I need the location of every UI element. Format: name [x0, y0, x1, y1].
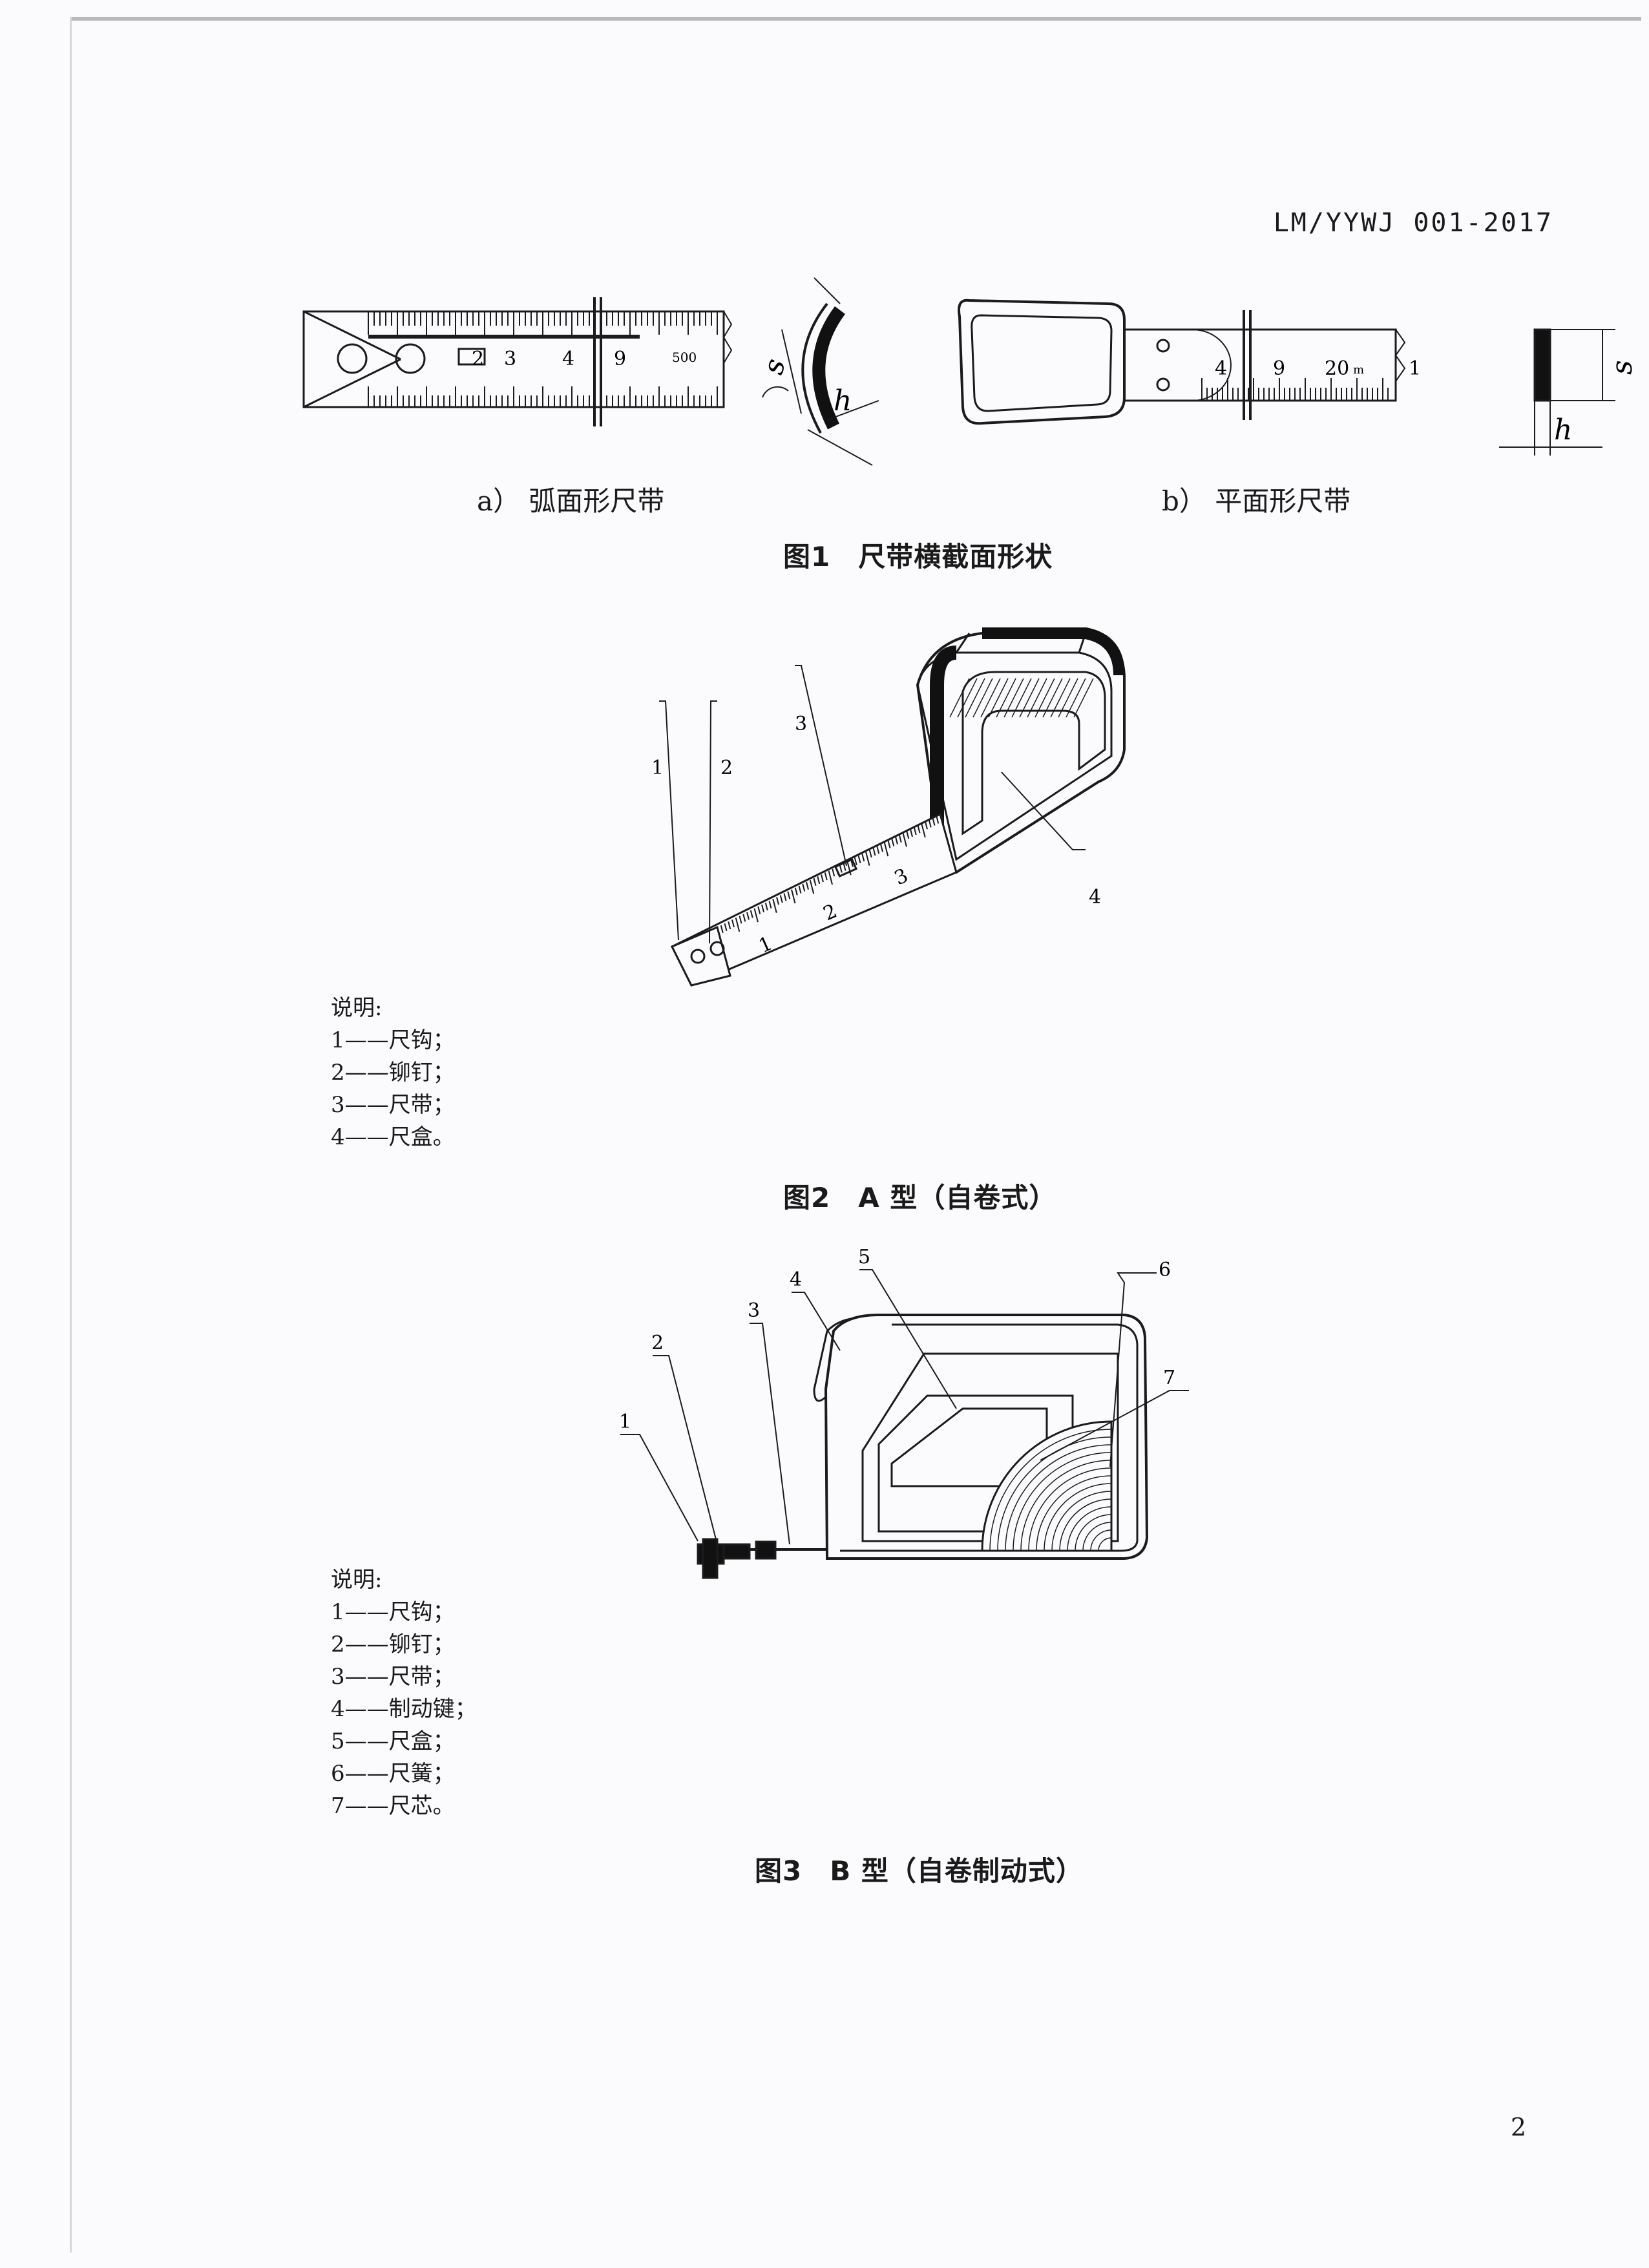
- legend-title: 说明:: [331, 995, 383, 1021]
- callout-2: 2: [720, 757, 733, 779]
- page-number: 2: [1510, 2113, 1526, 2141]
- legend-item: 2——铆钉；: [331, 1632, 455, 1657]
- figure-1b-subcaption: b） 平面形尺带: [1162, 485, 1351, 517]
- flat-tape-drawing: [958, 299, 1615, 456]
- dim-s-label: s: [757, 355, 792, 378]
- tape-b-mark: 1: [1409, 357, 1421, 380]
- tape-measure-b-drawing: [620, 1269, 1189, 1579]
- tape-a-mark: 2: [472, 348, 484, 370]
- curved-tape-drawing: [302, 277, 879, 466]
- callout-1: 1: [620, 1411, 631, 1433]
- tape-a-mark: 4: [562, 348, 574, 370]
- figure-3-caption: 图3 B 型（自卷制动式）: [755, 1855, 1084, 1887]
- callout-7: 7: [1163, 1367, 1175, 1389]
- tape-a-mark: 9: [614, 348, 626, 370]
- legend-item: 5——尺盒；: [331, 1728, 455, 1754]
- legend-item: 4——尺盒。: [331, 1124, 455, 1150]
- legend-item: 7——尺芯。: [331, 1793, 455, 1819]
- legend-item: 1——尺钩；: [331, 1599, 455, 1625]
- callout-3: 3: [748, 1299, 760, 1322]
- callout-4: 4: [790, 1268, 802, 1291]
- figure-1-caption: 图1 尺带横截面形状: [783, 541, 1053, 572]
- figure-3-drawing: 1 2 3 4 5 6 7: [620, 1246, 1189, 1579]
- legend-item: 3——尺带；: [331, 1664, 455, 1690]
- tape-measure-a-drawing: [659, 627, 1126, 987]
- figure-3-legend: 说明: 1——尺钩； 2——铆钉； 3——尺带； 4——制动键； 5——尺盒； …: [331, 1564, 477, 1822]
- figure-2-caption: 图2 A 型（自卷式）: [783, 1182, 1057, 1213]
- standard-code: LM/YYWJ 001-2017: [1273, 208, 1553, 238]
- scan-edge-top: [71, 17, 1641, 21]
- legend-item: 6——尺簧；: [331, 1761, 455, 1787]
- legend-title: 说明:: [331, 1567, 383, 1593]
- figure-1-drawing: 2 3 4 9 500 s h 4 9 20 m 1 s h: [302, 277, 1639, 466]
- figure-2-legend: 说明: 1——尺钩； 2——铆钉； 3——尺带； 4——尺盒。: [331, 992, 455, 1153]
- callout-3: 3: [795, 713, 807, 735]
- tape-b-mark: m: [1353, 363, 1364, 377]
- legend-item: 2——铆钉；: [331, 1060, 455, 1086]
- callout-2: 2: [651, 1332, 664, 1354]
- dim-h-label: h: [834, 384, 852, 417]
- dim-h-label: h: [1554, 414, 1572, 446]
- tape-b-mark: 4: [1215, 357, 1227, 380]
- callout-5: 5: [858, 1246, 870, 1268]
- tape-a-mark: 3: [504, 348, 516, 370]
- callout-4: 4: [1089, 886, 1101, 908]
- tape-b-mark: 20: [1325, 357, 1349, 380]
- scan-edge-left: [70, 17, 72, 2252]
- dim-s-label: s: [1606, 360, 1639, 375]
- callout-1: 1: [651, 757, 664, 779]
- legend-item: 1——尺钩；: [331, 1027, 455, 1053]
- legend-item: 3——尺带；: [331, 1092, 455, 1118]
- figure-2-drawing: 3 2 1 1 2 3 4: [651, 627, 1126, 987]
- tape-a-mark: 500: [672, 350, 697, 365]
- figure-1a-subcaption: a） 弧面形尺带: [477, 485, 665, 517]
- legend-item: 4——制动键；: [331, 1696, 477, 1722]
- callout-6: 6: [1159, 1259, 1171, 1281]
- tape-b-mark: 9: [1273, 357, 1285, 380]
